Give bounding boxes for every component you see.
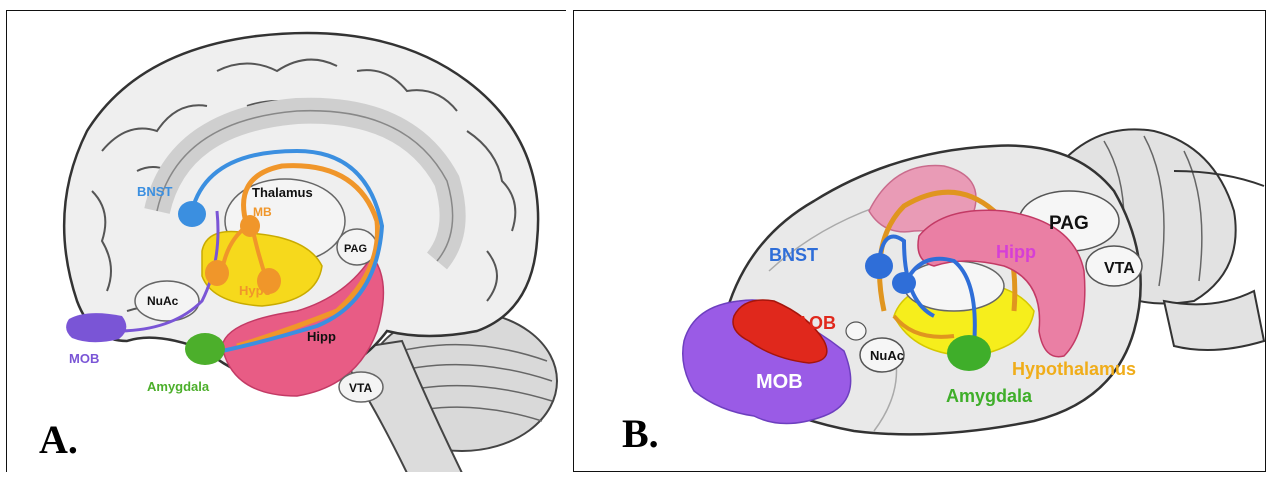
label-amygdala: Amygdala [946, 386, 1033, 406]
label-vta: VTA [349, 381, 372, 395]
bnst-nucleus-2 [892, 272, 916, 294]
panel-a-letter: A. [39, 417, 78, 462]
rodent-brain-diagram: BNST PAG Hipp VTA AOB NuAc MOB Amygdala … [574, 11, 1266, 472]
panel-a-human-brain: BNST Thalamus MB PAG Hypo NuAc MOB Amygd… [6, 10, 566, 472]
hypo-nucleus-1 [205, 260, 229, 286]
human-brain-diagram: BNST Thalamus MB PAG Hypo NuAc MOB Amygd… [7, 11, 566, 472]
label-vta: VTA [1104, 260, 1135, 277]
label-hypo: Hypo [239, 283, 272, 298]
label-mb: MB [253, 205, 272, 219]
label-thalamus: Thalamus [252, 185, 313, 200]
label-mob: MOB [69, 351, 99, 366]
panel-b-letter: B. [622, 411, 659, 456]
label-bnst: BNST [137, 184, 172, 199]
label-nuac: NuAc [870, 348, 904, 363]
label-aob: AOB [796, 313, 836, 333]
label-hipp: Hipp [996, 242, 1036, 262]
bnst-nucleus [178, 201, 206, 227]
mob-region [66, 313, 126, 342]
panel-b-rodent-brain: BNST PAG Hipp VTA AOB NuAc MOB Amygdala … [573, 10, 1266, 472]
label-nuac: NuAc [147, 294, 179, 308]
amygdala-region [947, 335, 991, 371]
label-pag: PAG [344, 243, 367, 255]
label-bnst: BNST [769, 245, 818, 265]
label-hypothalamus: Hypothalamus [1012, 359, 1136, 379]
bnst-nucleus [865, 253, 893, 279]
label-hipp: Hipp [307, 329, 336, 344]
amygdala-region [185, 333, 225, 365]
label-amygdala: Amygdala [147, 379, 210, 394]
label-mob: MOB [756, 371, 803, 393]
label-pag: PAG [1049, 213, 1089, 234]
